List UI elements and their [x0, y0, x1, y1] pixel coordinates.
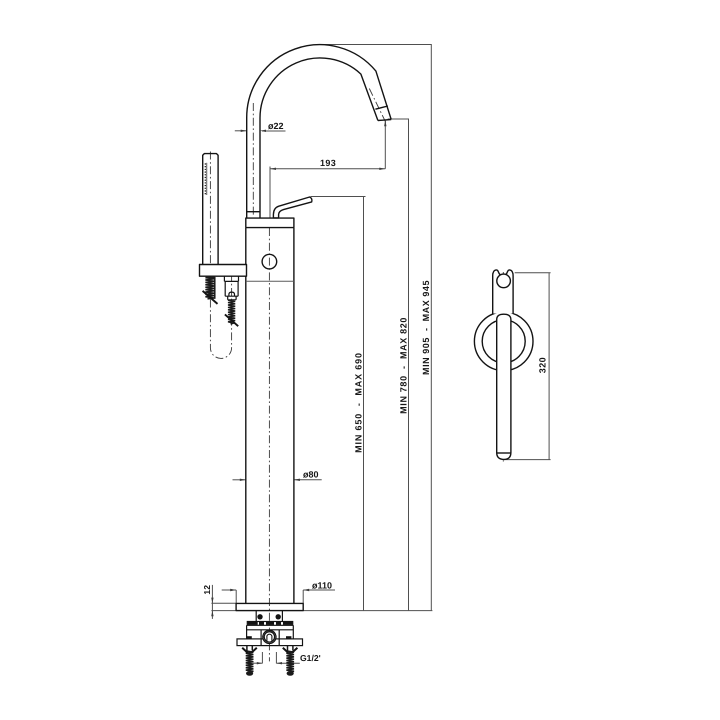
svg-text:320: 320 [537, 357, 547, 373]
svg-text:193: 193 [320, 158, 336, 168]
svg-text:ø110: ø110 [312, 580, 332, 590]
svg-text:ø80: ø80 [303, 470, 319, 480]
svg-text:ø22: ø22 [268, 121, 284, 131]
svg-text:G1/2': G1/2' [300, 653, 321, 663]
svg-text:MIN 780 - MAX 820: MIN 780 - MAX 820 [399, 317, 409, 414]
svg-text:MIN 650 - MAX 690: MIN 650 - MAX 690 [354, 352, 364, 453]
svg-text:MIN 905 - MAX 945: MIN 905 - MAX 945 [421, 280, 431, 375]
svg-text:12: 12 [202, 585, 212, 595]
